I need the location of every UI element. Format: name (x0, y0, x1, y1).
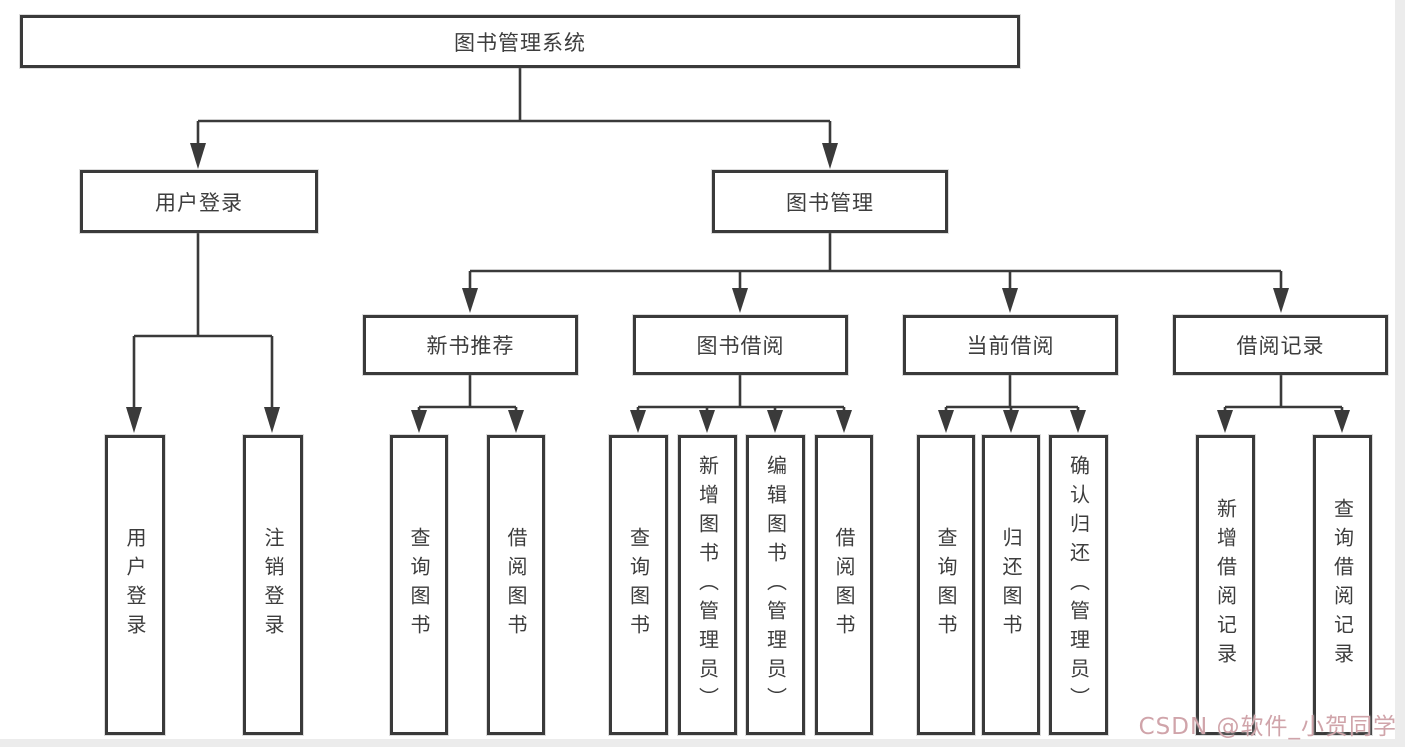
leaf-query-books-newbook: 查询图书 (390, 435, 448, 735)
leaf-add-borrow-record: 新增借阅记录 (1196, 435, 1255, 735)
leaf-query-books-borrow: 查询图书 (609, 435, 668, 735)
node-user-login: 用户登录 (80, 170, 318, 233)
watermark: CSDN @软件_小贺同学 (1138, 714, 1397, 740)
page-edge-right (1395, 0, 1405, 747)
leaf-label: 查询图书 (934, 527, 958, 643)
leaf-label: 查询借阅记录 (1330, 498, 1355, 672)
node-new-book-recommend: 新书推荐 (363, 315, 578, 375)
leaf-label: 查询图书 (407, 527, 431, 643)
leaf-label: 查询图书 (626, 527, 651, 643)
node-borrowing-records: 借阅记录 (1173, 315, 1388, 375)
leaf-label: 借阅图书 (504, 527, 528, 643)
node-label: 图书借阅 (696, 334, 785, 358)
leaf-query-borrow-record: 查询借阅记录 (1313, 435, 1372, 735)
leaf-label: 新增借阅记录 (1213, 498, 1238, 672)
node-label: 当前借阅 (966, 334, 1055, 358)
leaf-label: 借阅图书 (832, 527, 856, 643)
leaf-label: 注销登录 (261, 527, 285, 643)
node-label: 新书推荐 (426, 334, 515, 358)
arrowheads (126, 143, 1350, 433)
leaf-edit-books-admin: 编辑图书（管理员） (746, 435, 805, 735)
leaf-logout: 注销登录 (243, 435, 303, 735)
node-current-borrowing: 当前借阅 (903, 315, 1118, 375)
leaf-borrow-books: 借阅图书 (815, 435, 873, 735)
leaf-confirm-return-admin: 确认归还（管理员） (1049, 435, 1108, 735)
node-label: 图书管理系统 (454, 30, 586, 55)
leaf-label: 确认归还（管理员） (1066, 454, 1091, 716)
node-library-management-system: 图书管理系统 (20, 15, 1020, 68)
node-label: 用户登录 (155, 190, 243, 215)
node-label: 借阅记录 (1236, 334, 1325, 358)
node-book-borrowing: 图书借阅 (633, 315, 848, 375)
leaf-label: 用户登录 (123, 527, 147, 643)
leaf-add-books-admin: 新增图书（管理员） (678, 435, 737, 735)
leaf-label: 编辑图书（管理员） (763, 454, 788, 716)
leaf-user-login: 用户登录 (105, 435, 165, 735)
leaf-label: 归还图书 (999, 527, 1023, 643)
leaf-label: 新增图书（管理员） (695, 454, 720, 716)
node-book-management: 图书管理 (712, 170, 948, 233)
node-label: 图书管理 (786, 190, 874, 215)
leaf-return-books: 归还图书 (982, 435, 1040, 735)
leaf-borrow-books-newbook: 借阅图书 (487, 435, 545, 735)
page-edge-bottom (0, 739, 1405, 747)
leaf-query-books-current: 查询图书 (917, 435, 975, 735)
